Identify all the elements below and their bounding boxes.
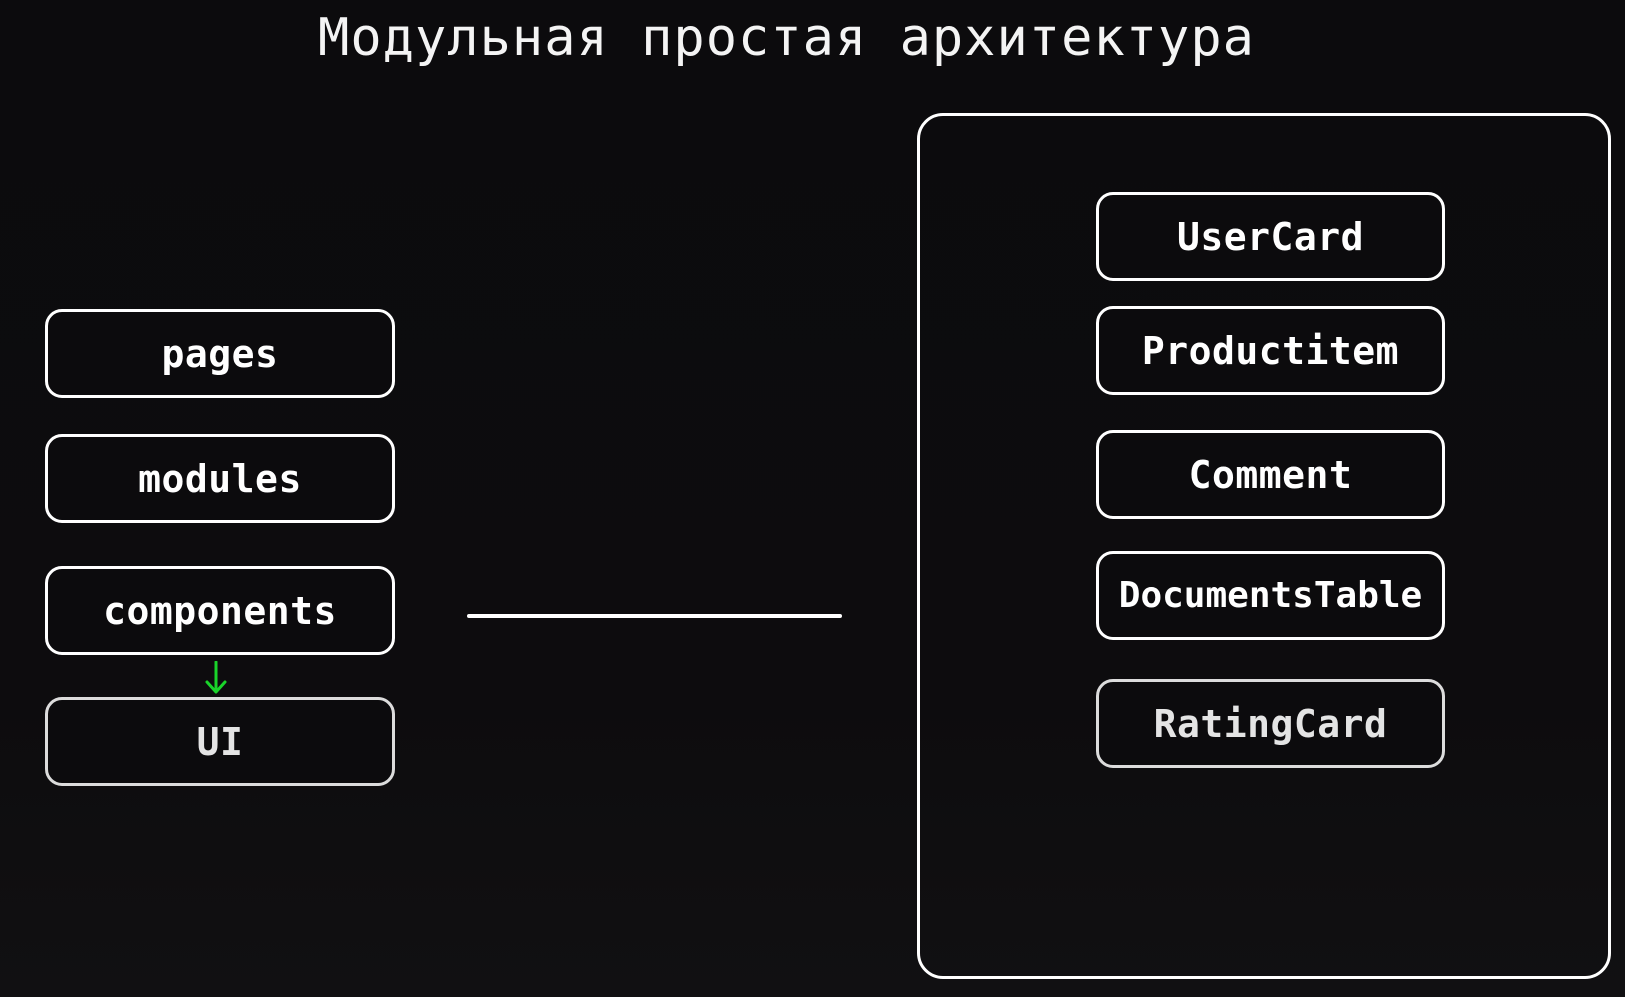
components-container	[917, 113, 1611, 979]
component-usercard-box: UserCard	[1096, 192, 1445, 281]
component-ratingcard-box: RatingCard	[1096, 679, 1445, 768]
layer-ui-box: UI	[45, 697, 395, 786]
layer-components-box: components	[45, 566, 395, 655]
layer-modules-box: modules	[45, 434, 395, 523]
component-documentstable-box: DocumentsTable	[1096, 551, 1445, 640]
arrow-down-icon	[205, 661, 227, 694]
layer-pages-box: pages	[45, 309, 395, 398]
diagram-title: Модульная простая архитектура	[318, 8, 1255, 68]
component-comment-box: Comment	[1096, 430, 1445, 519]
connector-line	[467, 614, 842, 618]
component-productitem-box: Productitem	[1096, 306, 1445, 395]
